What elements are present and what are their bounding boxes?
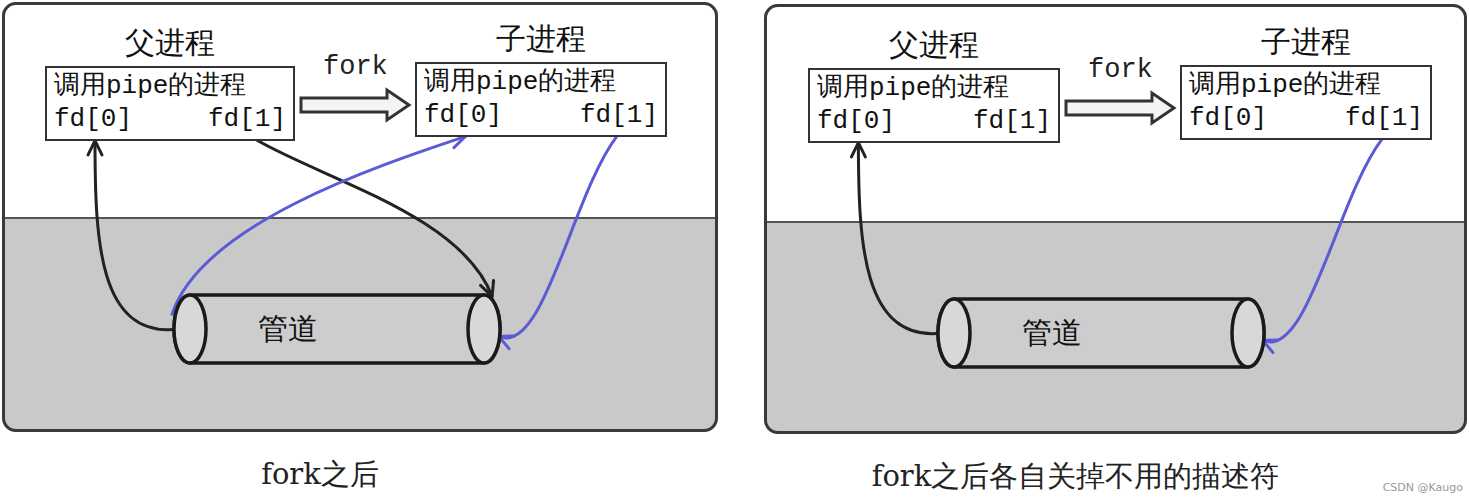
pipe-outline <box>172 292 502 366</box>
kernel-boundary <box>4 217 716 219</box>
pipe-cylinder: 管道 <box>936 296 1266 370</box>
process-heading: 父进程 <box>780 25 1088 66</box>
process-name: 调用pipe的进程 <box>817 72 1051 105</box>
user-area <box>766 6 1465 222</box>
pipe-cylinder: 管道 <box>172 292 502 366</box>
process-box: 父进程调用pipe的进程fd[0]fd[1] <box>808 68 1060 143</box>
pipe-link <box>258 141 493 297</box>
process-heading: 子进程 <box>1152 22 1460 63</box>
connector <box>172 134 465 314</box>
pipe-link <box>1263 140 1382 343</box>
process-name: 调用pipe的进程 <box>424 66 658 99</box>
fd-row: fd[0] fd[1] <box>54 103 286 136</box>
fd-row: fd[0] fd[1] <box>1189 102 1423 135</box>
connector <box>1263 140 1382 353</box>
user-area <box>4 4 716 218</box>
file-descriptor: fd[1] <box>1345 102 1423 135</box>
pipe-outline <box>936 296 1266 370</box>
pipe-label: 管道 <box>258 309 318 350</box>
file-descriptor: fd[0] <box>817 105 895 138</box>
process-heading: 父进程 <box>17 23 323 64</box>
watermark: CSDN @Kaugo <box>1383 481 1463 494</box>
process-name: 调用pipe的进程 <box>1189 69 1423 102</box>
kernel-area <box>2 2 718 432</box>
panel-caption: fork之后 <box>0 455 675 495</box>
connector <box>499 137 617 349</box>
file-descriptor: fd[0] <box>54 103 132 136</box>
edge-label: fork <box>320 52 391 82</box>
file-descriptor: fd[0] <box>1189 102 1267 135</box>
file-descriptor: fd[1] <box>208 103 286 136</box>
pipe-label: 管道 <box>1022 313 1082 354</box>
arrow-head <box>851 143 865 157</box>
panel-caption: fork之后各自关掉不用的描述符 <box>727 457 1424 497</box>
kernel-boundary <box>766 221 1465 223</box>
pipe-link <box>858 143 942 334</box>
connector <box>301 90 409 120</box>
arrow-head <box>88 141 102 155</box>
connector <box>851 143 942 334</box>
process-heading: 子进程 <box>387 19 695 60</box>
file-descriptor: fd[0] <box>424 99 502 132</box>
file-descriptor: fd[1] <box>973 105 1051 138</box>
connector <box>258 141 494 297</box>
connector <box>88 141 179 330</box>
fd-row: fd[0] fd[1] <box>424 99 658 132</box>
edge-label: fork <box>1085 55 1156 85</box>
fd-row: fd[0] fd[1] <box>817 105 1051 138</box>
file-descriptor: fd[1] <box>580 99 658 132</box>
process-box: 子进程调用pipe的进程fd[0]fd[1] <box>415 62 667 137</box>
pipe-link <box>499 137 617 339</box>
pipe-link <box>172 137 465 315</box>
process-name: 调用pipe的进程 <box>54 70 286 103</box>
process-box: 子进程调用pipe的进程fd[0]fd[1] <box>1180 65 1432 140</box>
fork-arrow <box>1066 93 1174 123</box>
fork-arrow <box>301 90 409 120</box>
connector <box>1066 93 1174 123</box>
pipe-link <box>95 141 179 330</box>
process-box: 父进程调用pipe的进程fd[0]fd[1] <box>45 66 295 141</box>
kernel-area <box>764 4 1467 434</box>
